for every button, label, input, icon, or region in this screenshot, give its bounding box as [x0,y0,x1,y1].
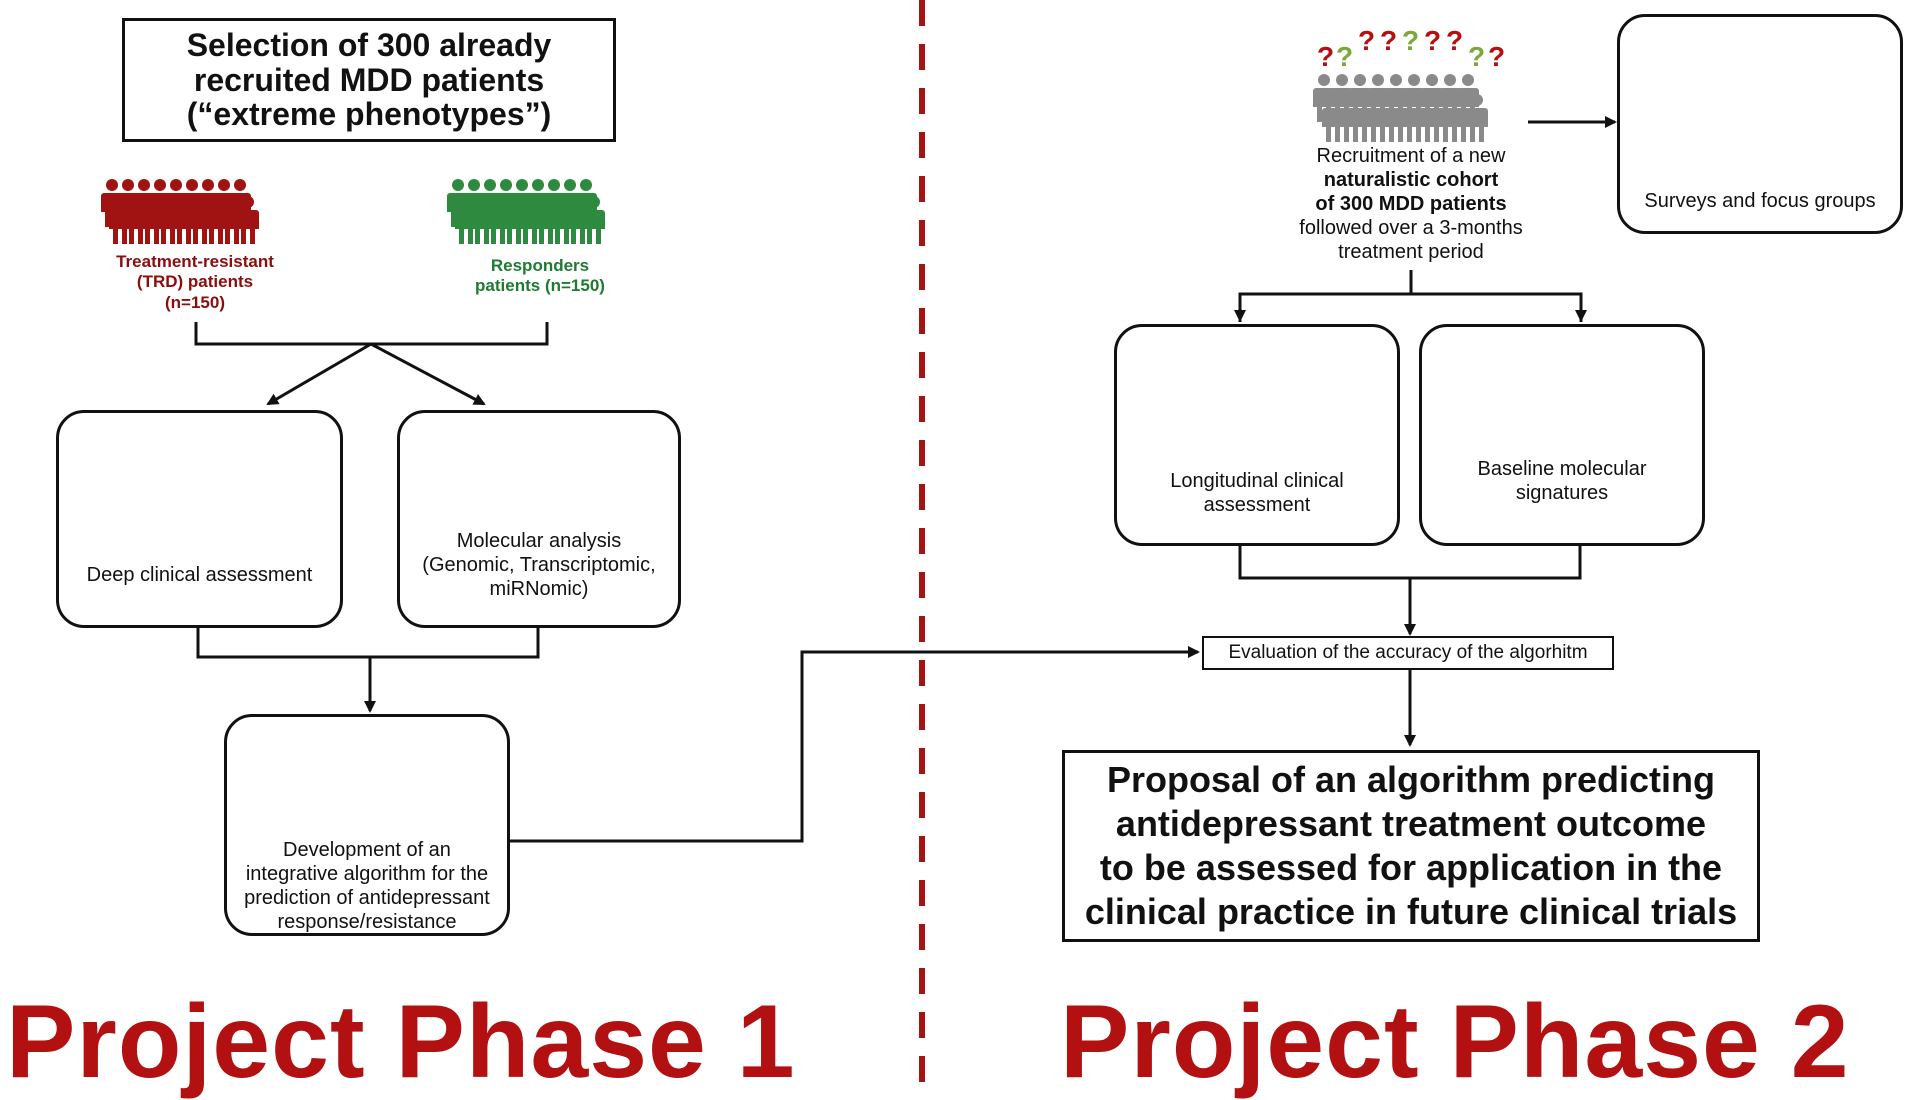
selection-line-2: recruited MDD patients [193,61,545,98]
molecular-line-1: Molecular analysis [456,530,622,552]
proposal-line-2: antidepressant treatment outcome [1115,803,1707,845]
svg-text:?: ? [1446,25,1463,56]
selection-line-3: (“extreme phenotypes”) [186,96,552,133]
deep-clinical-box: Deep clinical assessment [56,410,343,628]
recruitment-line-4: followed over a 3-months [1299,217,1523,239]
responders-line-1: Responders [490,256,590,275]
longitudinal-clinical-label: Longitudinal clinical assessment [1117,469,1397,517]
molecular-line-3: miRNomic) [489,578,589,600]
svg-text:?: ? [1336,41,1353,72]
phase-2-title: Project Phase 2 [1060,984,1850,1100]
algorithm-line-3: prediction of antidepressant [244,887,490,909]
svg-text:?: ? [1317,41,1334,72]
trd-label: Treatment-resistant (TRD) patients (n=15… [90,252,300,313]
selection-line-1: Selection of 300 already [186,27,552,64]
surveys-focus-groups-box: Surveys and focus groups [1617,14,1903,234]
algorithm-line-2: integrative algorithm for the [245,863,489,885]
selection-box: Selection of 300 already recruited MDD p… [122,18,616,142]
trd-line-3: (n=150) [165,292,225,312]
algorithm-line-1: Development of an [283,839,451,861]
recruitment-line-3: of 300 MDD patients [1315,193,1507,215]
responders-label: Responders patients (n=150) [440,256,640,297]
svg-text:?: ? [1402,25,1419,56]
longitudinal-line-2: assessment [1203,494,1311,516]
molecular-analysis-box: Molecular analysis (Genomic, Transcripto… [397,410,681,628]
svg-text:?: ? [1380,25,1397,56]
svg-text:?: ? [1488,41,1505,72]
phase1-connectors [194,322,1200,843]
baseline-line-2: signatures [1515,482,1609,504]
proposal-line-1: Proposal of an algorithm predicting [1106,759,1716,801]
proposal-box: Proposal of an algorithm predicting anti… [1062,750,1760,942]
phase-1-title: Project Phase 1 [6,984,796,1100]
deep-clinical-label: Deep clinical assessment [86,564,313,586]
baseline-line-1: Baseline molecular [1477,458,1647,480]
recruitment-line-1: Recruitment of a new [1316,145,1506,167]
responders-line-2: patients (n=150) [475,276,605,296]
trd-line-2: (TRD) patients [136,272,254,292]
recruitment-text: Recruitment of a new naturalistic cohort… [1270,144,1552,264]
people-red-icon [101,179,259,244]
algorithm-development-box: Development of an integrative algorithm … [224,714,510,936]
people-green-icon [447,179,605,244]
algorithm-development-label: Development of an integrative algorithm … [227,838,507,934]
evaluation-box: Evaluation of the accuracy of the algorh… [1202,636,1614,670]
svg-text:?: ? [1424,25,1441,56]
longitudinal-line-1: Longitudinal clinical [1170,470,1344,492]
svg-text:?: ? [1468,41,1485,72]
svg-text:?: ? [1358,25,1375,56]
surveys-focus-groups-label: Surveys and focus groups [1644,190,1876,212]
phase2-connectors [1234,116,1617,747]
longitudinal-clinical-box: Longitudinal clinical assessment [1114,324,1400,546]
trd-line-1: Treatment-resistant [116,252,274,271]
proposal-line-4: clinical practice in future clinical tri… [1084,890,1738,932]
baseline-molecular-label: Baseline molecular signatures [1422,457,1702,505]
baseline-molecular-box: Baseline molecular signatures [1419,324,1705,546]
people-gray-icon [1313,74,1488,142]
algorithm-line-4: response/resistance [277,911,457,933]
recruitment-line-5: treatment period [1338,241,1484,263]
recruitment-line-2: naturalistic cohort [1323,169,1499,191]
proposal-line-3: to be assessed for application in the [1099,847,1723,888]
molecular-analysis-label: Molecular analysis (Genomic, Transcripto… [400,529,678,601]
molecular-line-2: (Genomic, Transcriptomic, [422,554,656,576]
question-mark-icon: ? ? ? ? ? ? ? ? ? [1317,25,1505,72]
